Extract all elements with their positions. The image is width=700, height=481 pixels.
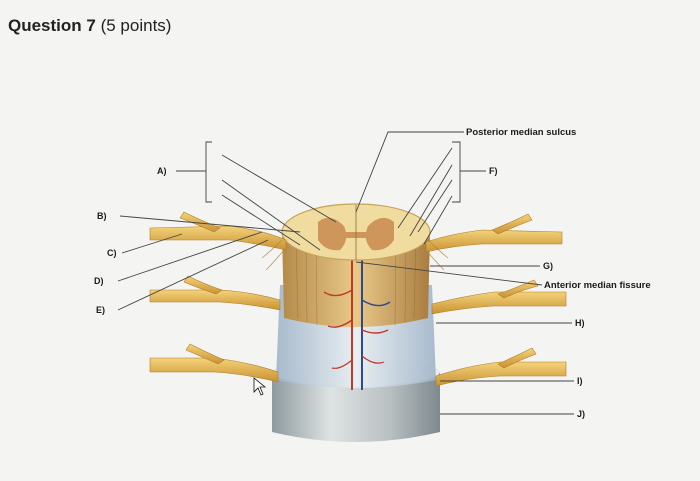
mouse-cursor-icon	[253, 377, 267, 396]
question-title: Question 7	[8, 16, 96, 35]
rootlets	[261, 239, 449, 271]
label-b: B)	[97, 211, 107, 221]
label-f: F)	[489, 166, 498, 176]
label-anterior-median-fissure: Anterior median fissure	[544, 280, 651, 291]
label-h: H)	[575, 318, 585, 328]
label-d: D)	[94, 276, 104, 286]
spinal-nerves	[149, 211, 567, 387]
label-i: I)	[577, 376, 583, 386]
question-header: Question 7 (5 points)	[8, 16, 171, 36]
label-g: G)	[543, 261, 553, 271]
label-c: C)	[107, 248, 117, 258]
question-points: (5 points)	[100, 16, 172, 35]
label-a: A)	[157, 166, 167, 176]
leader-lines	[117, 131, 574, 415]
label-j: J)	[577, 409, 585, 419]
label-posterior-median-sulcus: Posterior median sulcus	[466, 127, 576, 138]
spinal-cord	[281, 203, 431, 390]
blood-vessels	[323, 260, 391, 390]
label-e: E)	[96, 305, 105, 315]
